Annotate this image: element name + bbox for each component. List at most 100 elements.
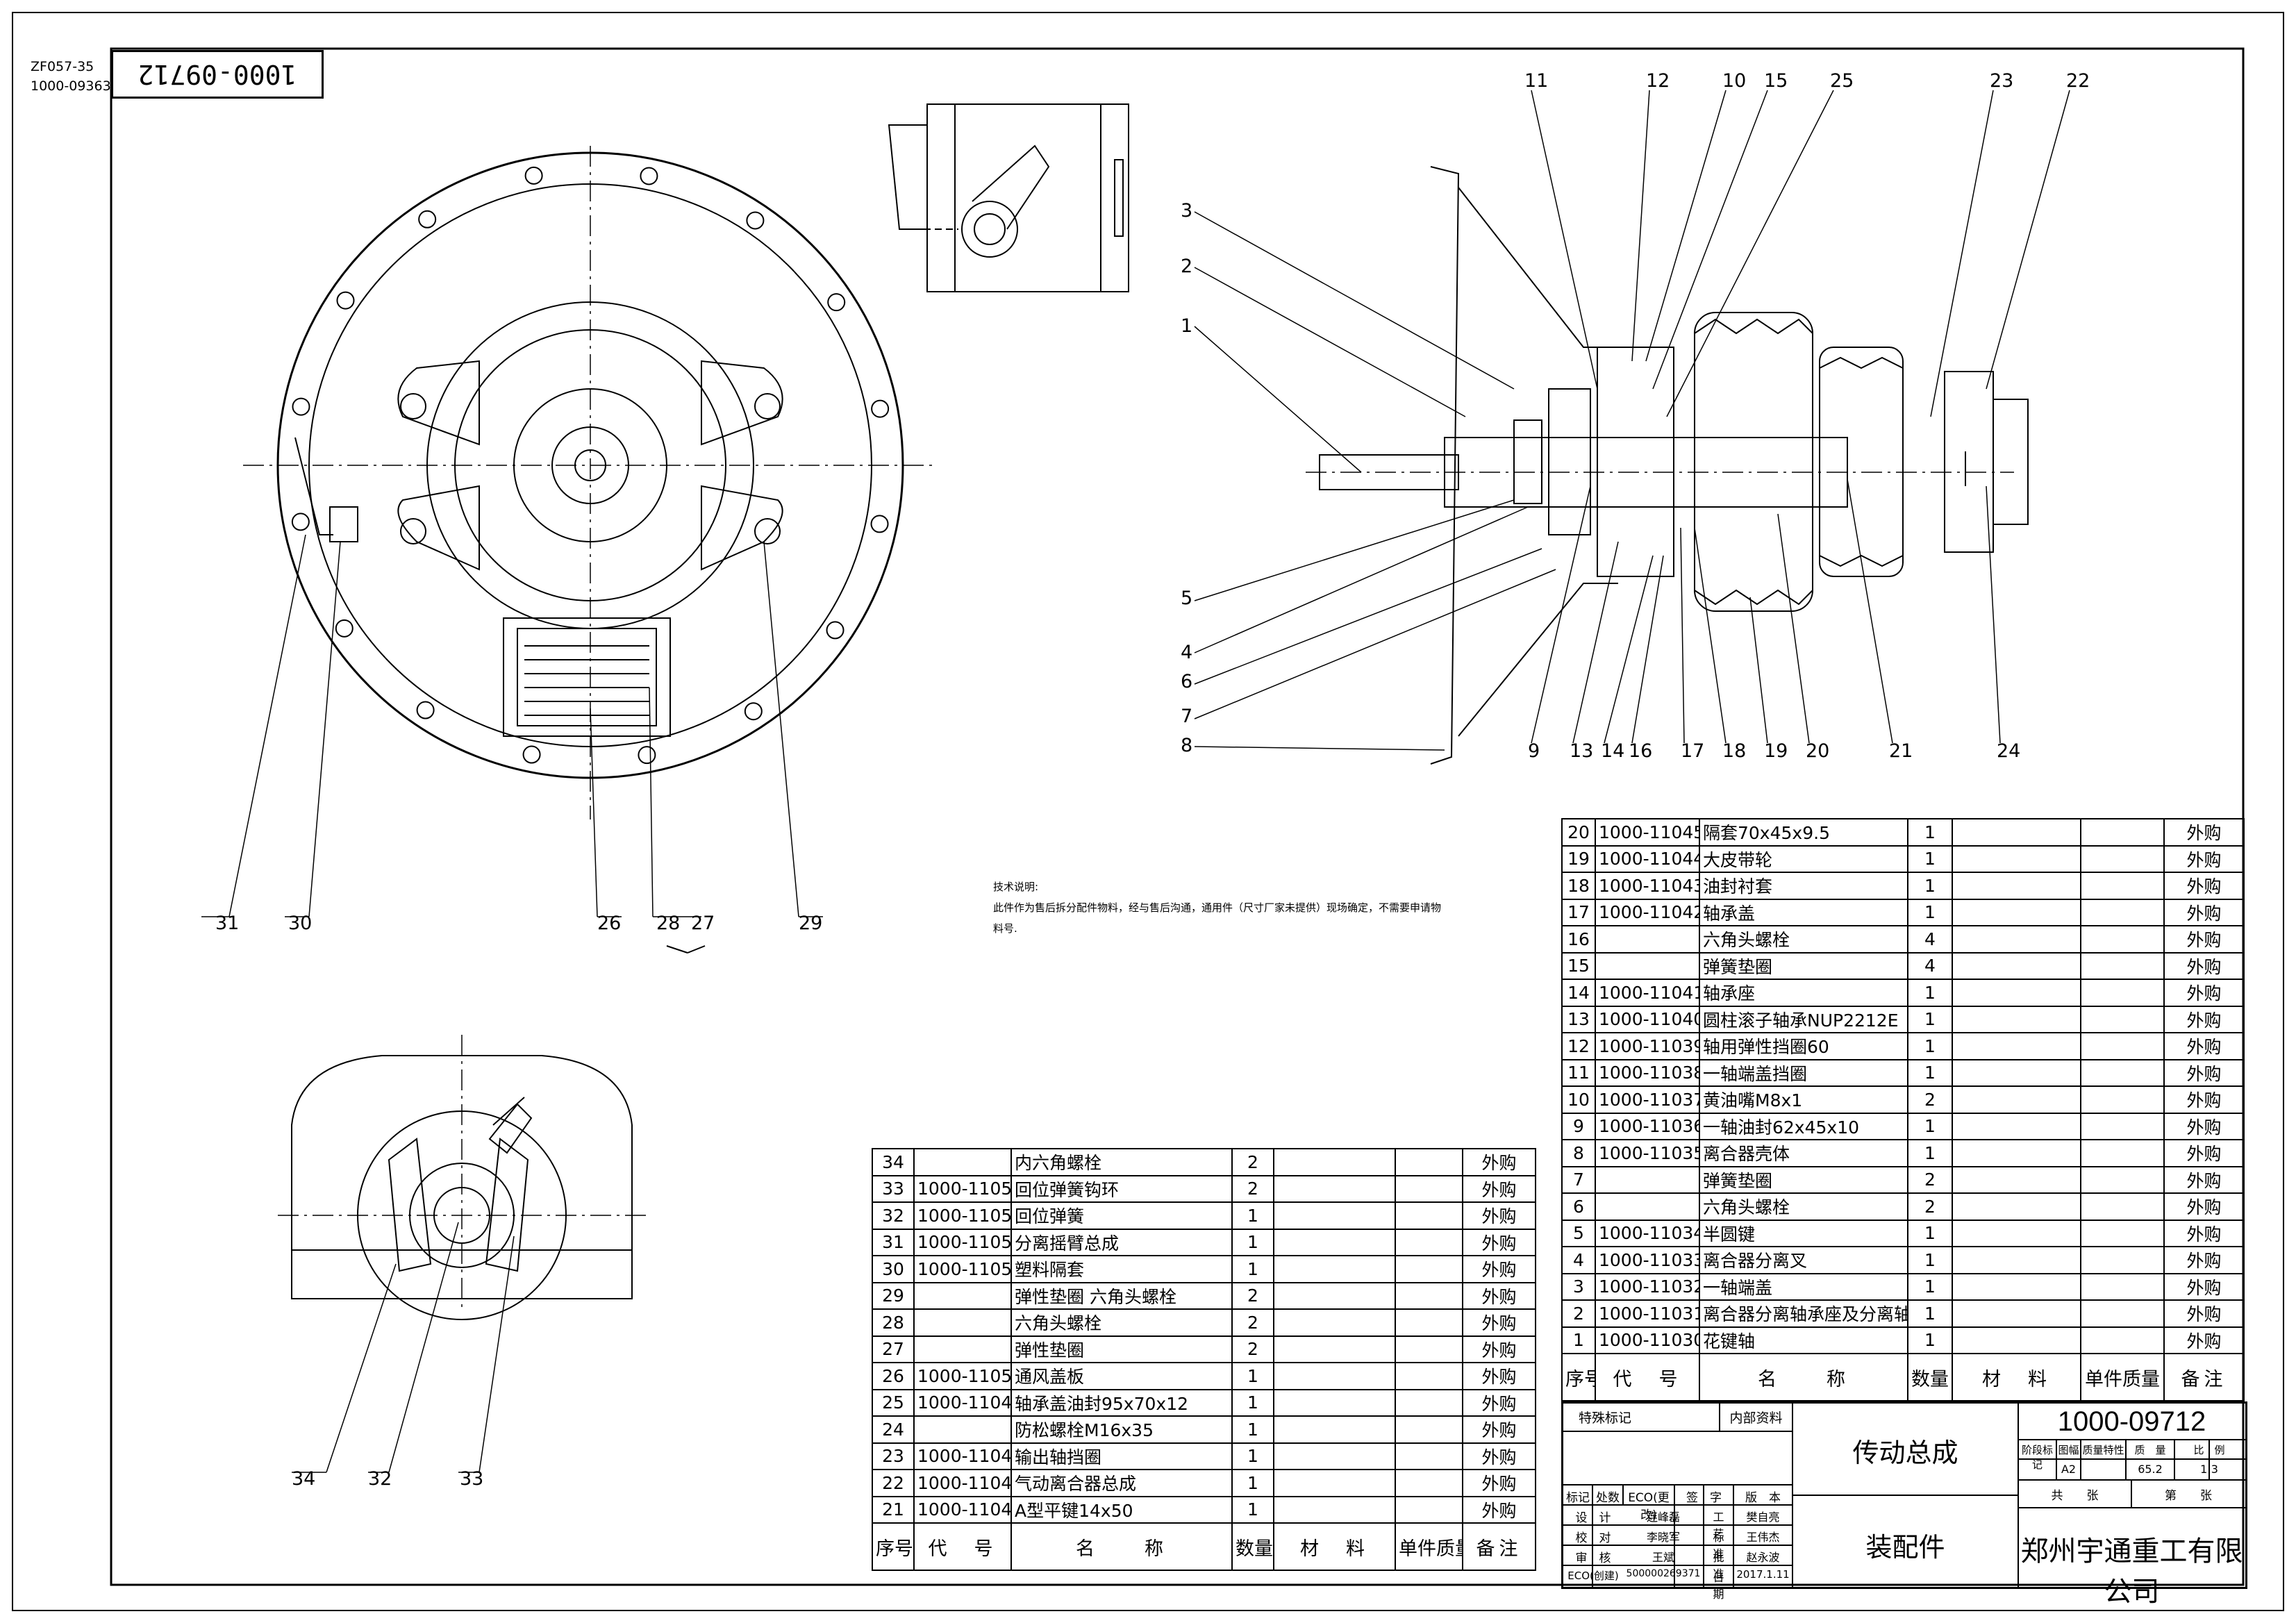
bom-unit-mass-cell bbox=[2080, 1165, 2165, 1194]
bom-qty-cell: 1 bbox=[1231, 1228, 1274, 1256]
callout-10: 10 bbox=[1722, 70, 1746, 92]
bom-qty-cell: 1 bbox=[1231, 1201, 1274, 1230]
bom-seq-cell: 13 bbox=[1561, 1005, 1596, 1033]
mass-value: 65.2 bbox=[2138, 1463, 2163, 1476]
total-sheets: 共 张 bbox=[2051, 1489, 2099, 1503]
bom-code-cell: 1000-11039 bbox=[1595, 1032, 1700, 1060]
notes-line-2: 料号. bbox=[993, 922, 1017, 935]
bom-material-cell bbox=[1952, 1112, 2081, 1140]
callout-23: 23 bbox=[1990, 70, 2013, 92]
bom-name-cell: 回位弹簧钩环 bbox=[1010, 1174, 1233, 1203]
bom-qty-cell: 2 bbox=[1231, 1308, 1274, 1337]
bom-qty-cell: 1 bbox=[1907, 1005, 1953, 1033]
bom-remark-cell: 外购 bbox=[2163, 898, 2245, 926]
bom-unit-mass-cell bbox=[2080, 1139, 2165, 1167]
bom-remark-cell: 外购 bbox=[1462, 1469, 1536, 1497]
callout-32: 32 bbox=[368, 1468, 392, 1490]
bom-seq-cell: 2 bbox=[1561, 1299, 1596, 1328]
callout-26: 26 bbox=[597, 913, 621, 934]
bom-material-cell bbox=[1952, 925, 2081, 954]
bom-name-cell: 离合器分离叉 bbox=[1699, 1246, 1908, 1274]
bom-code-cell bbox=[1595, 1192, 1700, 1221]
scale-value: 1:3 bbox=[2200, 1463, 2218, 1476]
bom-qty-cell: 4 bbox=[1907, 925, 1953, 954]
bom-remark-cell: 外购 bbox=[2163, 925, 2245, 954]
bom-seq-cell: 26 bbox=[872, 1362, 915, 1390]
bom-remark-cell: 外购 bbox=[1462, 1495, 1536, 1524]
bom-qty-cell: 2 bbox=[1907, 1165, 1953, 1194]
bom-unit-mass-cell bbox=[1395, 1415, 1463, 1444]
bom-code-cell: 1000-11034 bbox=[1595, 1219, 1700, 1247]
bom-qty-cell: 1 bbox=[1907, 1272, 1953, 1301]
bom-remark-cell: 外购 bbox=[1462, 1442, 1536, 1470]
rev-col-eco: ECO(更改) bbox=[1628, 1491, 1670, 1522]
bom-seq-cell: 31 bbox=[872, 1228, 915, 1256]
bom-remark-cell: 外购 bbox=[2163, 1005, 2245, 1033]
bom-code-cell: 1000-11035 bbox=[1595, 1139, 1700, 1167]
bom-name-cell: 气动离合器总成 bbox=[1010, 1469, 1233, 1497]
bom-unit-mass-cell bbox=[2080, 1112, 2165, 1140]
bom-seq-cell: 10 bbox=[1561, 1085, 1596, 1114]
bom-material-cell bbox=[1952, 1246, 2081, 1274]
bom-name-cell: 六角头螺栓 bbox=[1699, 1192, 1908, 1221]
bom-unit-mass-cell bbox=[1395, 1174, 1463, 1203]
bom-code-cell: 1000-11049 bbox=[913, 1388, 1012, 1417]
bom-code-cell: 1000-11030 bbox=[1595, 1326, 1700, 1354]
bom-name-cell: 防松螺栓M16x35 bbox=[1010, 1415, 1233, 1444]
bom-name-cell: 黄油嘴M8x1 bbox=[1699, 1085, 1908, 1114]
bom-qty-cell: 2 bbox=[1231, 1335, 1274, 1363]
bom-seq-cell: 19 bbox=[1561, 844, 1596, 873]
bom-seq-cell: 29 bbox=[872, 1281, 915, 1310]
internal-material-label: 内部资料 bbox=[1729, 1410, 1783, 1426]
stage-mark-label: 阶段标记 bbox=[2021, 1444, 2053, 1471]
bom-unit-mass-cell bbox=[1395, 1228, 1463, 1256]
bom-remark-cell: 外购 bbox=[1462, 1281, 1536, 1310]
bom-remark-cell: 外购 bbox=[2163, 818, 2245, 847]
bom-unit-mass-cell bbox=[2080, 1326, 2165, 1354]
bom-remark-cell: 外购 bbox=[2163, 1112, 2245, 1140]
callout-leader-line bbox=[1194, 548, 1542, 685]
bom-qty-cell: 1 bbox=[1907, 1032, 1953, 1060]
bom-material-cell bbox=[1952, 872, 2081, 900]
bom-code-cell bbox=[913, 1281, 1012, 1310]
bom-code-cell: 1000-11042 bbox=[1595, 898, 1700, 926]
bom-qty-cell: 1 bbox=[1907, 1058, 1953, 1087]
bom-remark-cell: 外购 bbox=[2163, 1219, 2245, 1247]
rev-col-mark: 标记 bbox=[1566, 1491, 1590, 1505]
bom-name-cell: 轴承盖 bbox=[1699, 898, 1908, 926]
bom-name-cell: 隔套70x45x9.5 bbox=[1699, 818, 1908, 847]
bom-code-cell: 1000-11045 bbox=[1595, 818, 1700, 847]
bom-qty-cell: 1 bbox=[1907, 979, 1953, 1007]
bom-material-cell bbox=[1952, 1058, 2081, 1087]
bom-code-cell: 1000-11041 bbox=[1595, 979, 1700, 1007]
callout-7: 7 bbox=[1181, 706, 1192, 727]
bom-remark-cell: 外购 bbox=[1462, 1174, 1536, 1203]
bom-remark-cell: 外购 bbox=[2163, 872, 2245, 900]
housing-bolt-hole bbox=[640, 167, 658, 185]
bom-name-cell: 轴承盖油封95x70x12 bbox=[1010, 1388, 1233, 1417]
callout-25: 25 bbox=[1830, 70, 1854, 92]
housing-bolt-hole bbox=[418, 210, 437, 228]
name-check: 李晓军 bbox=[1646, 1531, 1680, 1544]
housing-bolt-hole bbox=[292, 397, 310, 416]
role-process: 工 艺 bbox=[1713, 1510, 1736, 1540]
bom-seq-cell: 22 bbox=[872, 1469, 915, 1497]
callout-29: 29 bbox=[799, 913, 822, 934]
callout-leader-line bbox=[1604, 555, 1654, 744]
bom-qty-cell: 2 bbox=[1231, 1281, 1274, 1310]
special-mark-label: 特殊标记 bbox=[1578, 1410, 1631, 1426]
bom-unit-mass-cell bbox=[2080, 1005, 2165, 1033]
callout-leader-line bbox=[1194, 569, 1556, 719]
bom-material-cell bbox=[1952, 898, 2081, 926]
role-approve: 批 准 bbox=[1713, 1551, 1736, 1581]
name-review: 王斌 bbox=[1652, 1551, 1674, 1564]
callout-leader-line bbox=[1847, 478, 1893, 744]
corner-drawing-label: ZF057-35 1000-09363 bbox=[31, 59, 111, 94]
